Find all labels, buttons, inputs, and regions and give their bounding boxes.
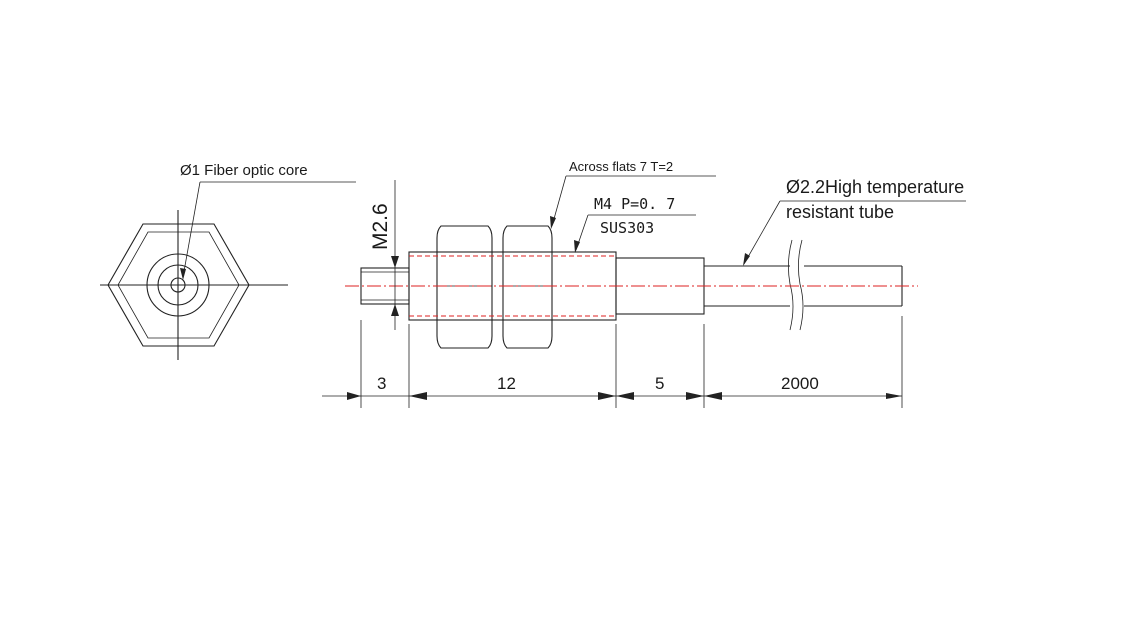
dim-arrow-7 <box>886 393 902 399</box>
break-mark-1 <box>788 239 794 331</box>
side-view <box>345 225 918 349</box>
dim-arrow-2 <box>409 392 427 400</box>
fiber-core-label: Ø1 Fiber optic core <box>180 162 308 179</box>
dim-2000: 2000 <box>781 374 819 393</box>
tube-leader <box>743 200 781 265</box>
dim-arrow-6 <box>704 392 722 400</box>
across-flats-label: Across flats 7 T=2 <box>569 159 673 174</box>
material-label: SUS303 <box>600 219 654 237</box>
hex-nut-1 <box>436 225 493 349</box>
break-mark-2 <box>798 239 804 331</box>
tube-arrow <box>743 253 750 266</box>
dim-arrow-3 <box>598 392 616 400</box>
end-view: Ø1 Fiber optic core <box>100 162 356 360</box>
fiber-core-leader-diag <box>182 181 201 278</box>
dim-arrow-5 <box>686 392 704 400</box>
thread-dia-label: M2.6 <box>369 203 392 250</box>
dim-5: 5 <box>655 374 664 393</box>
across-flats-arrow <box>550 216 556 229</box>
nut-callouts: Across flats 7 T=2 M4 P=0. 7 SUS303 <box>550 159 716 253</box>
thread-dia-callout: M2.6 <box>369 180 399 330</box>
fiber-core-arrow <box>180 268 186 280</box>
tube-callout: Ø2.2High temperature resistant tube <box>743 177 966 266</box>
dim-3: 3 <box>377 374 386 393</box>
dim-arrow-1 <box>347 392 361 400</box>
thread-spec-label: M4 P=0. 7 <box>594 195 675 213</box>
hex-nut-2 <box>502 225 553 349</box>
tube-label-line1: Ø2.2High temperature <box>786 177 964 197</box>
tube-label-line2: resistant tube <box>786 202 894 222</box>
m26-arrow-top <box>391 256 399 268</box>
dim-12: 12 <box>497 374 516 393</box>
thread-spec-arrow <box>574 240 580 253</box>
dimension-chain: 3 12 5 2000 <box>322 316 903 408</box>
dim-arrow-4 <box>616 392 634 400</box>
m26-arrow-bottom <box>391 304 399 316</box>
